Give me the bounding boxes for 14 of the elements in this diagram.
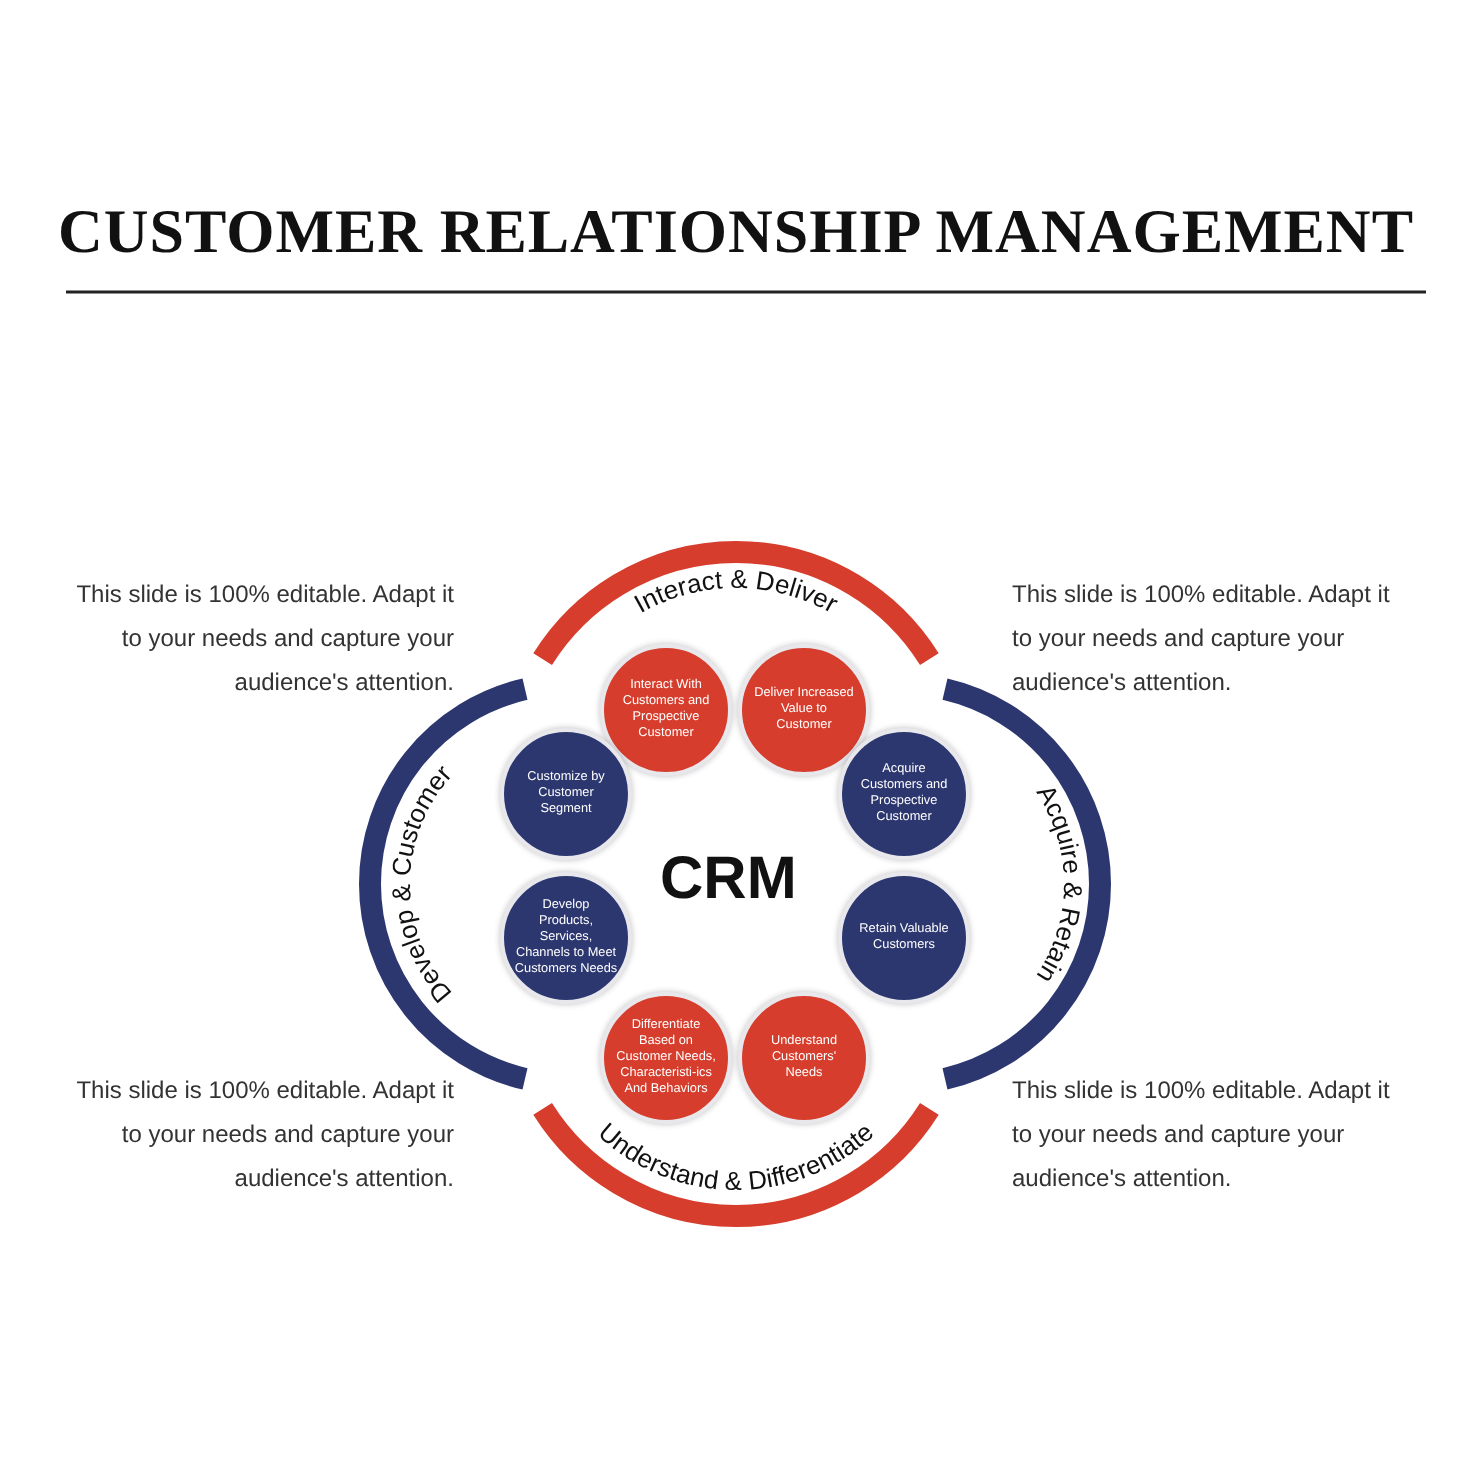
- circle-node: [500, 872, 632, 1004]
- note-text: This slide is 100% editable. Adapt it to your needs and capture your audience's attention.: [74, 578, 454, 700]
- circle-node: [738, 644, 870, 776]
- note-text: This slide is 100% editable. Adapt it to your needs and capture your audience's attention.: [1012, 1074, 1392, 1196]
- note-text: This slide is 100% editable. Adapt it to your needs and capture your audience's attention.: [74, 1074, 454, 1196]
- center-label: CRM: [660, 846, 797, 914]
- circle-node: [838, 728, 970, 860]
- circle-node: [500, 728, 632, 860]
- circle-node: [838, 872, 970, 1004]
- circle-node: [600, 992, 732, 1124]
- title: CUSTOMER RELATIONSHIP MANAGEMENT: [56, 196, 1416, 268]
- circle-node: [738, 992, 870, 1124]
- note-text: This slide is 100% editable. Adapt it to your needs and capture your audience's attention.: [1012, 578, 1392, 700]
- arc-label: Interact & Deliver: [628, 563, 843, 619]
